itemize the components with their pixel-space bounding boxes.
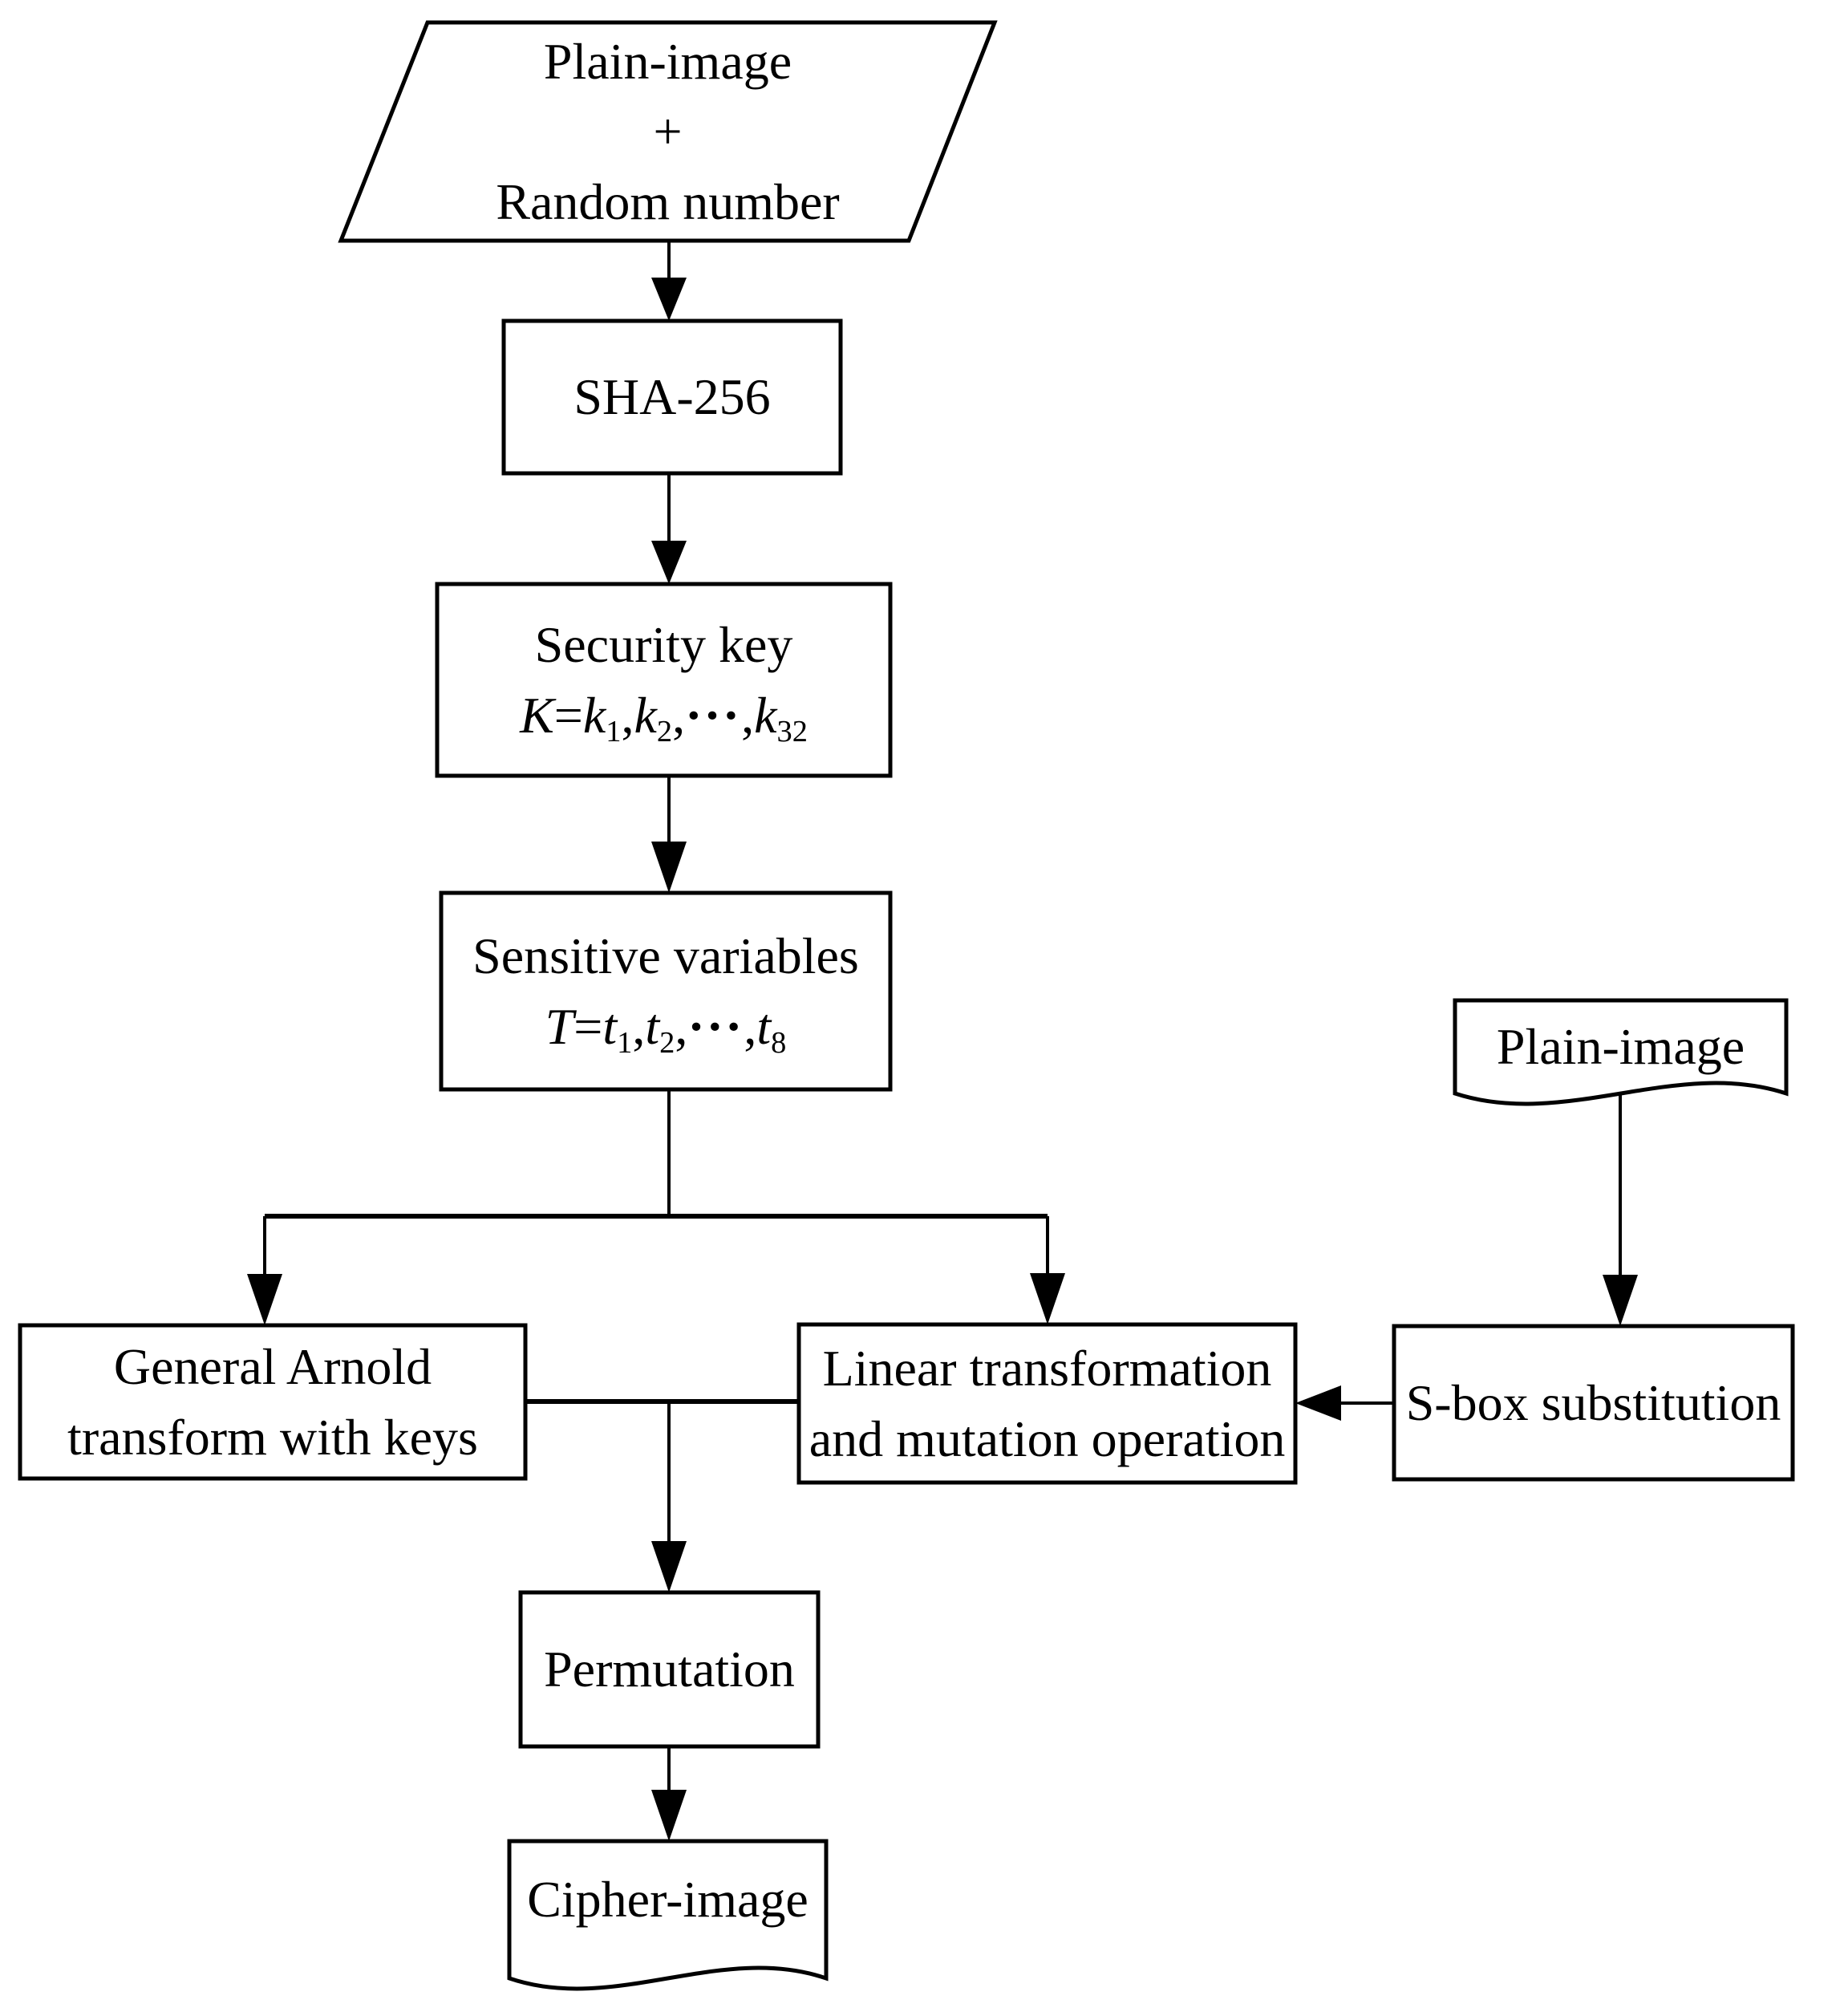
input-parallelogram — [338, 20, 998, 243]
plain-image-doc-label: Plain-image — [1496, 1018, 1745, 1076]
general-arnold-box — [18, 1323, 528, 1481]
arrowhead-into-linear-right — [1295, 1385, 1341, 1421]
sensitive-variables-box — [439, 890, 893, 1092]
permutation-box — [518, 1590, 821, 1749]
security-key-formula: K=k1,k2,···,k32 — [520, 686, 808, 748]
arrowhead-into-sha — [651, 278, 687, 321]
input-line1: Plain-image — [543, 33, 792, 91]
plain-image-document — [1453, 998, 1789, 1106]
input-label: Plain-image + Random number — [341, 22, 995, 241]
arrowhead-into-sbox — [1603, 1275, 1638, 1326]
cipher-image-doc-label: Cipher-image — [527, 1870, 809, 1928]
arrowhead-into-arnold — [247, 1274, 282, 1325]
security-key-label: Security key K=k1,k2,···,k32 — [437, 584, 890, 776]
arrowhead-into-linear-top — [1030, 1273, 1065, 1324]
arrowhead-into-cipher — [651, 1790, 687, 1841]
sha-label: SHA-256 — [573, 368, 771, 426]
sensitive-variables-formula: T=t1,t2,···,t8 — [545, 997, 787, 1060]
arrowhead-into-sensitive — [651, 842, 687, 893]
input-line2: + — [653, 103, 683, 160]
security-key-box — [435, 582, 893, 778]
arrowhead-into-permutation — [651, 1541, 687, 1592]
linear-transformation-box — [796, 1322, 1298, 1485]
cipher-image-document — [507, 1839, 829, 1991]
arrowhead-into-securitykey — [651, 541, 687, 584]
general-arnold-label: General Arnold transform with keys — [67, 1338, 478, 1466]
sbox-label: S-box substitution — [1405, 1373, 1781, 1431]
input-line3: Random number — [496, 172, 840, 230]
sbox-box — [1392, 1324, 1795, 1482]
permutation-label: Permutation — [544, 1641, 795, 1698]
sha-box — [501, 318, 843, 476]
sensitive-variables-label: Sensitive variables T=t1,t2,···,t8 — [441, 893, 890, 1089]
linear-transformation-label: Linear transformation and mutation opera… — [809, 1340, 1286, 1467]
